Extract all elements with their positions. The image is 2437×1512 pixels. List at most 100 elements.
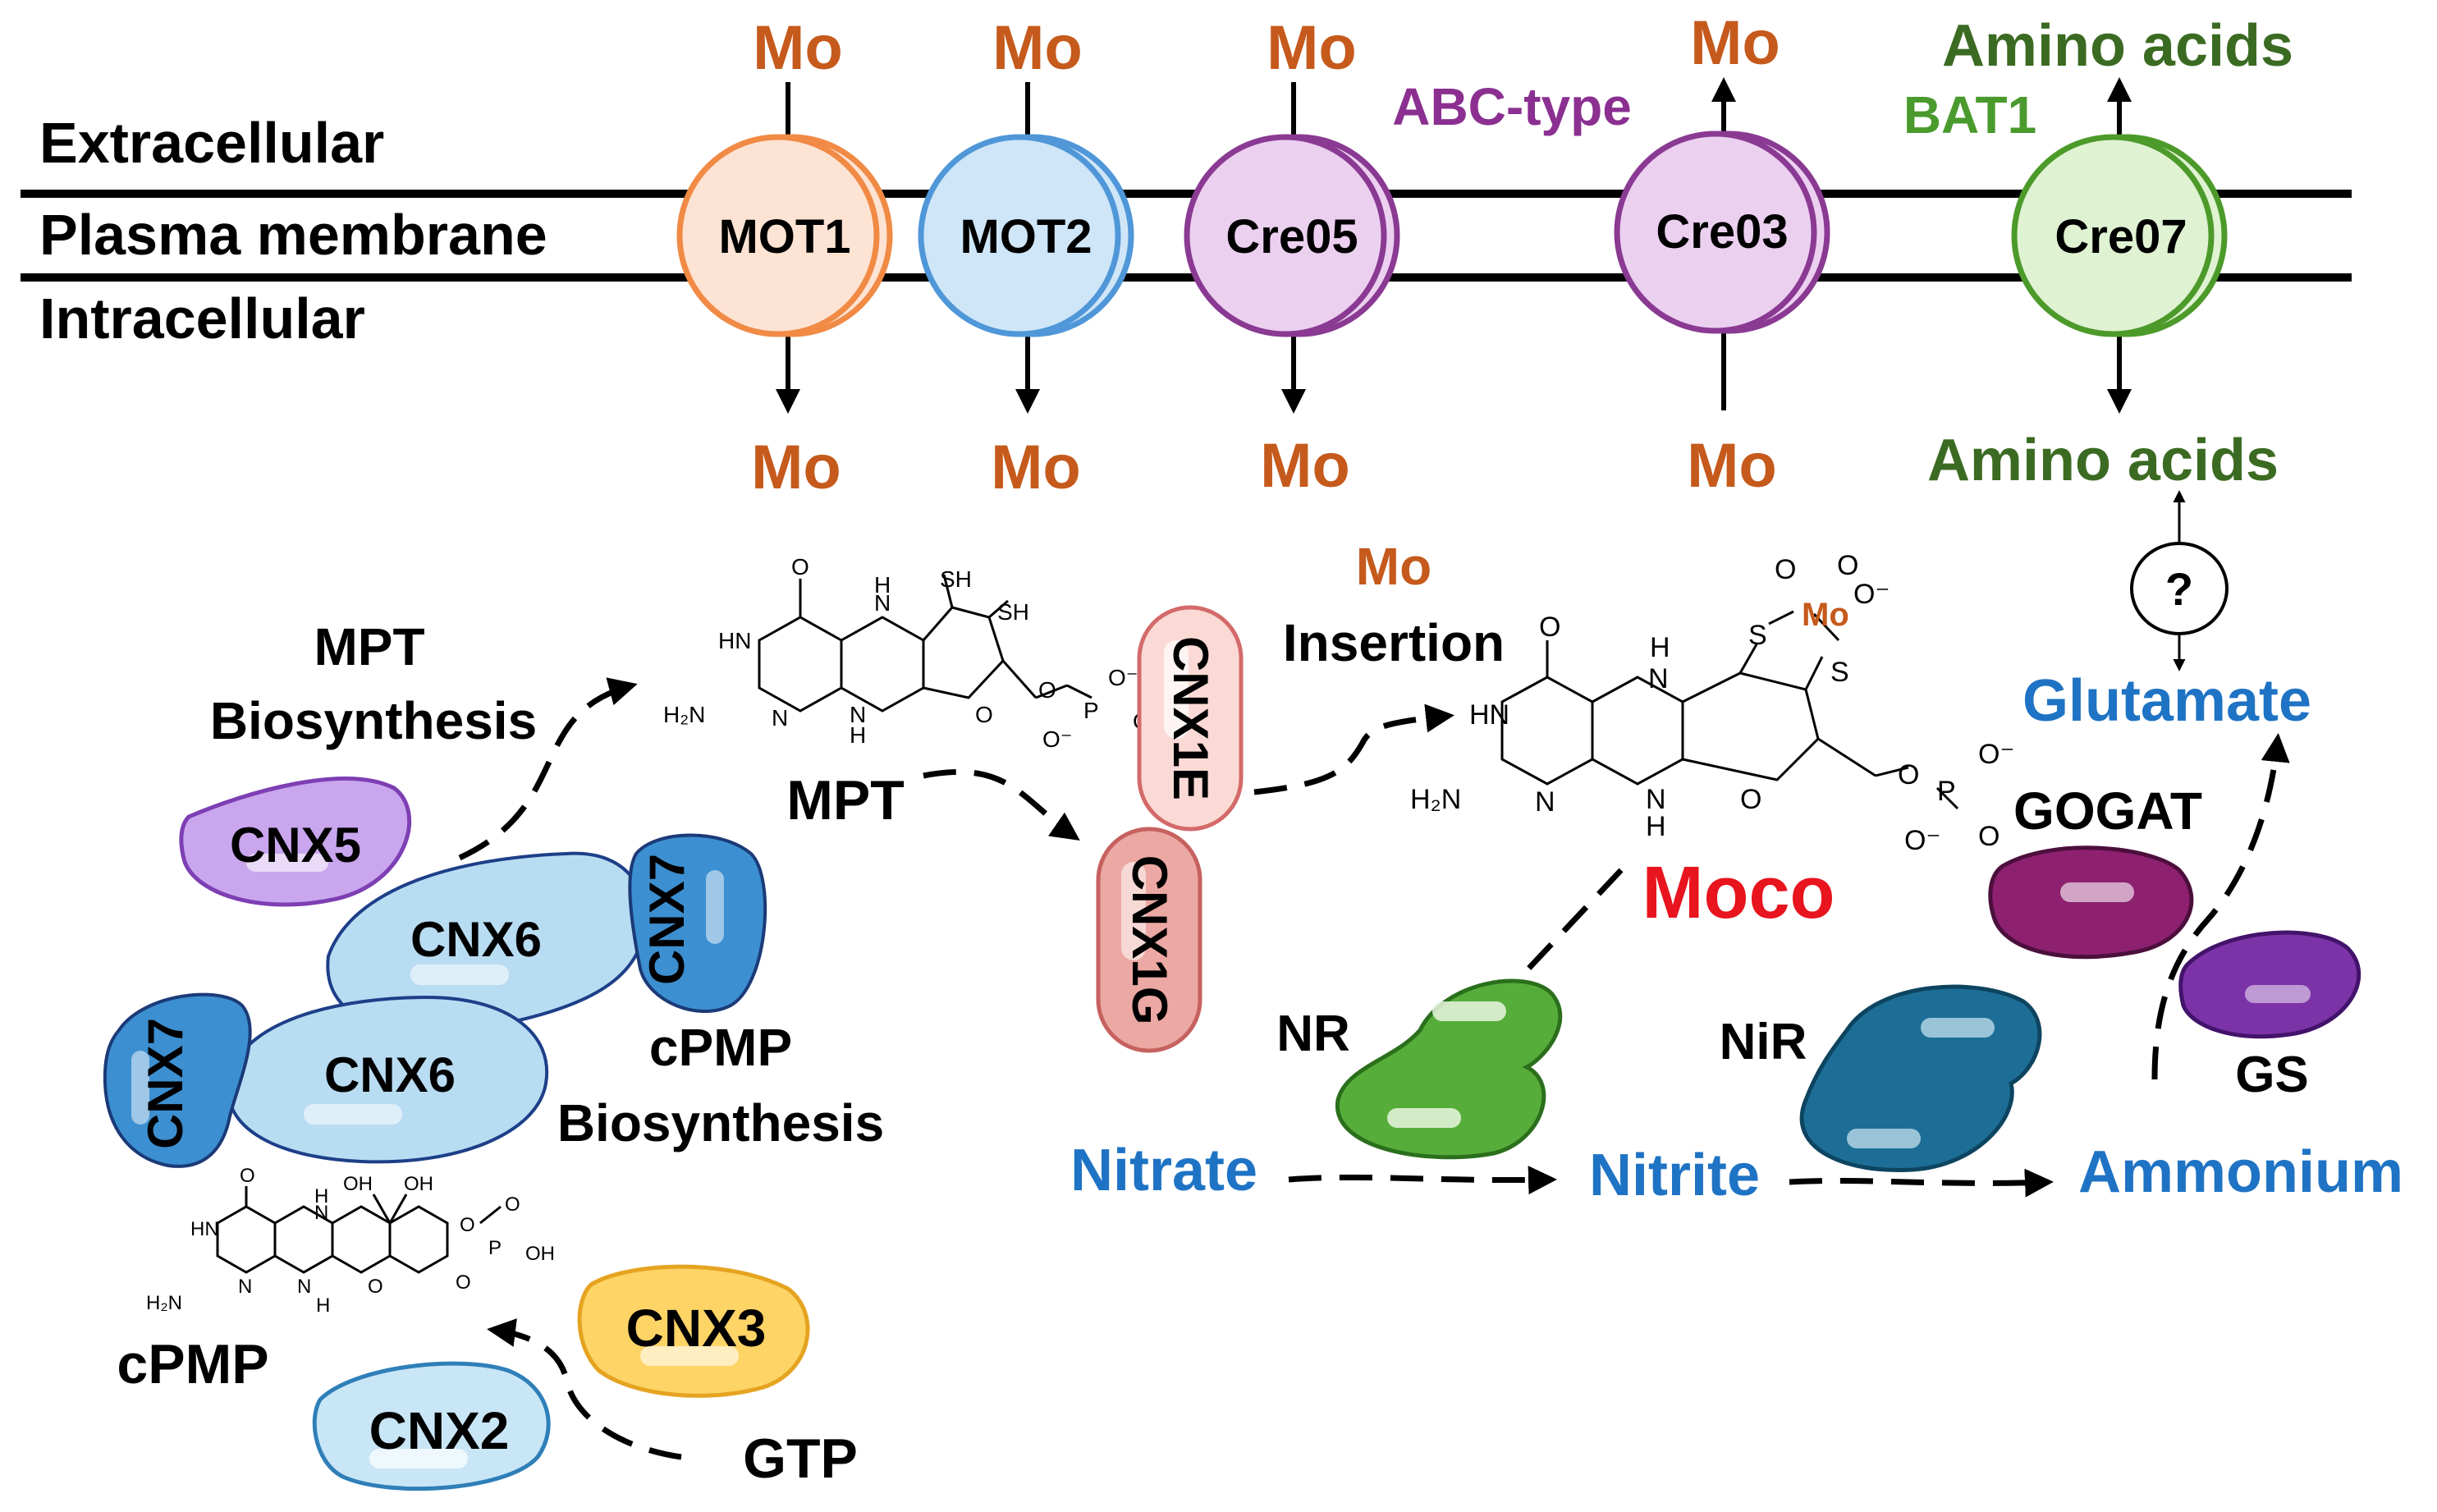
- moco-o-2: O: [1740, 784, 1761, 815]
- cnx1g-label: CNX1G: [1122, 855, 1177, 1025]
- mot1-bottom-mo: Mo: [751, 433, 841, 502]
- mpt-sh-1: SH: [940, 566, 972, 592]
- mpt-p: P: [1083, 698, 1099, 723]
- nitrite-to-ammonium-arrow: [1789, 1168, 2054, 1198]
- cpmp-label: cPMP: [117, 1333, 268, 1395]
- moco-o-minus-3: O⁻: [1904, 825, 1940, 856]
- nitrate-label: Nitrate: [1070, 1138, 1257, 1203]
- cre07-bottom-amino-acids: Amino acids: [1927, 428, 2279, 493]
- cpmp-structure: [216, 1186, 502, 1274]
- mpt-o-2: O: [975, 702, 993, 727]
- mot1-top-mo: Mo: [753, 13, 843, 83]
- nitrate-to-nitrite-arrow: [1288, 1166, 1557, 1195]
- glutamate-label: Glutamate: [2022, 668, 2311, 734]
- moco-mo-atom: Mo: [1802, 597, 1849, 633]
- cnx3-label: CNX3: [626, 1299, 767, 1358]
- moco-h2n: H₂N: [1410, 784, 1461, 815]
- cpmp-biosynthesis-line2: Biosynthesis: [557, 1093, 884, 1152]
- cre07-top-amino-acids: Amino acids: [1942, 13, 2293, 79]
- cre05-top-mo: Mo: [1267, 13, 1357, 83]
- cnx1g-enzyme: CNX1G: [1096, 827, 1202, 1053]
- cpmp-n-1: N: [238, 1276, 252, 1298]
- cnx5-label: CNX5: [230, 818, 361, 873]
- cnx6-top-label: CNX6: [410, 912, 542, 967]
- mo-insertion-mo: Mo: [1356, 537, 1432, 596]
- mot1-transporter: MOT1: [676, 134, 893, 337]
- cnx7-right-label: CNX7: [639, 854, 694, 985]
- moco-n-3: N: [1646, 784, 1666, 815]
- cpmp-o-2: O: [368, 1276, 383, 1298]
- cnx7-left-label: CNX7: [138, 1018, 193, 1149]
- moco-h-2: H: [1646, 811, 1666, 842]
- mpt-hn: HN: [718, 628, 751, 653]
- cpmp-oh-2: OH: [525, 1243, 555, 1265]
- cre05-transporter: Cre05: [1184, 134, 1400, 337]
- mot1-label: MOT1: [718, 210, 850, 263]
- moco-o-3: O: [1775, 554, 1796, 585]
- cre03-bottom-mo: Mo: [1687, 431, 1777, 501]
- cpmp-o-4: O: [505, 1194, 520, 1216]
- cpmp-biosynthesis-line1: cPMP: [649, 1018, 792, 1077]
- cre03-transporter: Cre03: [1614, 131, 1830, 334]
- gtp-label: GTP: [743, 1427, 858, 1490]
- moco-o-1: O: [1539, 612, 1560, 643]
- mpt-o-1: O: [791, 554, 809, 580]
- mpt-sh-2: SH: [997, 599, 1029, 625]
- mpt-o-minus-2: O⁻: [1042, 726, 1073, 752]
- plasma-membrane-label: Plasma membrane: [39, 203, 547, 267]
- cpmp-ho: OH: [343, 1173, 373, 1195]
- cnx6-bottom-enzyme: CNX6: [227, 995, 549, 1164]
- cre07-transporter: Cre07: [2011, 134, 2228, 337]
- moco-p: P: [1937, 776, 1956, 807]
- nir-enzyme: [1799, 984, 2042, 1173]
- cpmp-p: P: [488, 1237, 502, 1259]
- cpmp-o-1: O: [240, 1165, 255, 1187]
- mpt-structure-atoms: O HN H₂N N H N N H SH SH O O O⁻ P O O⁻: [663, 554, 1151, 752]
- mpt-structure: [758, 574, 1093, 712]
- cpmp-oh-1: OH: [404, 1173, 433, 1195]
- cpmp-n-2: N: [314, 1202, 328, 1224]
- cpmp-h-1: H: [314, 1185, 328, 1207]
- gs-enzyme: [2178, 930, 2361, 1039]
- mot2-bottom-mo: Mo: [991, 433, 1081, 502]
- mpt-h-2: H: [850, 722, 866, 748]
- moco-h-1: H: [1650, 632, 1670, 663]
- moco-structure: [1500, 610, 1959, 810]
- cnx2-enzyme: CNX2: [312, 1361, 551, 1491]
- ammonium-to-glutamate-arrow: [2151, 733, 2290, 1080]
- cnx5-enzyme: CNX5: [179, 777, 412, 907]
- cnx1e-enzyme: CNX1E: [1137, 605, 1244, 832]
- nitrite-label: Nitrite: [1589, 1143, 1760, 1208]
- intracellular-label: Intracellular: [39, 286, 365, 351]
- mpt-biosynthesis-arrow: [458, 677, 638, 861]
- cnx7-left-enzyme: CNX7: [103, 992, 252, 1168]
- moco-o-minus-1: O⁻: [1853, 579, 1890, 610]
- bat1-label: BAT1: [1903, 85, 2036, 144]
- ammonium-label: Ammonium: [2078, 1139, 2403, 1205]
- abc-type-label: ABC-type: [1392, 77, 1632, 136]
- cre03-label: Cre03: [1656, 205, 1788, 259]
- gogat-label: GOGAT: [2013, 781, 2202, 841]
- cpmp-structure-atoms: O HN H₂N N H N N H OH OH O O P O OH O: [146, 1165, 555, 1317]
- mpt-to-cnx1-arrow: [923, 769, 1080, 841]
- cpmp-hn: HN: [190, 1218, 219, 1240]
- unknown-link-bubble: [2130, 542, 2229, 635]
- moco-s-2: S: [1830, 657, 1849, 688]
- cnx6-top-enzyme: CNX6: [326, 851, 647, 1034]
- mpt-o-minus-1: O⁻: [1108, 665, 1138, 690]
- cpmp-o-3: O: [460, 1214, 475, 1236]
- mpt-n-1: N: [772, 705, 788, 731]
- mot2-top-mo: Mo: [992, 13, 1083, 83]
- mo-insertion-arrow: [1253, 703, 1454, 795]
- nr-enzyme: [1335, 978, 1563, 1160]
- mpt-biosynthesis-line2: Biosynthesis: [210, 691, 537, 750]
- cpmp-h-2: H: [316, 1294, 330, 1317]
- cnx7-right-enzyme: CNX7: [628, 833, 767, 1014]
- moco-n-1: N: [1535, 786, 1555, 818]
- cnx1e-label: CNX1E: [1163, 636, 1218, 800]
- cre03-top-mo: Mo: [1690, 8, 1780, 78]
- moco-o-4: O: [1837, 550, 1858, 581]
- cnx6-bottom-label: CNX6: [324, 1047, 456, 1102]
- cnx2-label: CNX2: [369, 1401, 510, 1460]
